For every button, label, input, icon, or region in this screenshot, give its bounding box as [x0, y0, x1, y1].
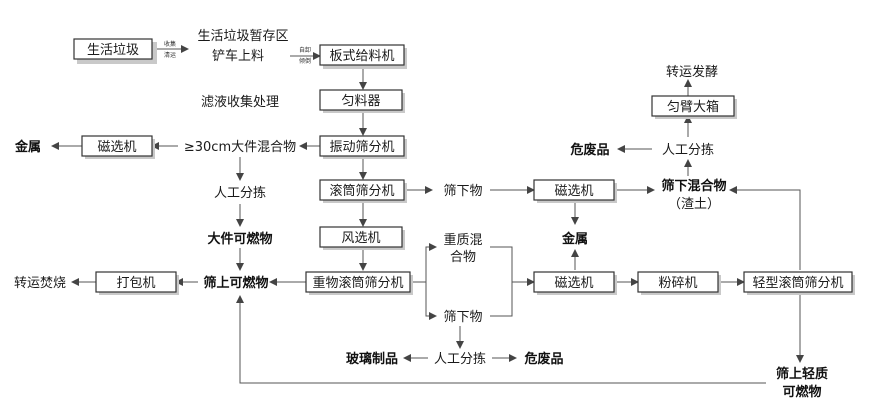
box-homogenizer-label: 匀料器 [341, 94, 380, 109]
box-trommel: 滚筒筛分机 [319, 179, 407, 203]
box-light-trommel-label: 轻型滚筒筛分机 [752, 275, 843, 291]
box-mixing-box-label: 匀臂大箱 [667, 99, 719, 115]
box-domestic-waste: 生活垃圾 [73, 38, 157, 64]
box-homogenizer: 匀料器 [319, 89, 405, 113]
label-manual-sort-3: 人工分拣 [662, 143, 714, 158]
process-boxes: 生活垃圾 板式给料机 匀料器 振动筛分机 滚筒筛分机 风选机 [73, 38, 855, 295]
label-glass: 玻璃制品 [346, 351, 398, 367]
box-baler-label: 打包机 [116, 276, 155, 291]
label-undersize-mixture: 筛下混合物 [661, 178, 726, 194]
edge-label-dump: 倾倒 [299, 57, 311, 65]
edge-label-collect: 收集 [164, 40, 176, 48]
label-metal-1: 金属 [14, 139, 41, 155]
label-undersize-2: 筛下物 [443, 310, 482, 325]
box-trommel-label: 滚筒筛分机 [329, 183, 394, 199]
label-temp-storage: 生活垃圾暂存区 [197, 29, 288, 44]
label-manual-sort-1: 人工分拣 [214, 186, 266, 201]
box-magnetic-3: 磁选机 [533, 271, 617, 295]
box-baler: 打包机 [95, 271, 179, 295]
label-manual-sort-2: 人工分拣 [434, 352, 486, 367]
label-transfer-incinerate: 转运焚烧 [14, 276, 66, 291]
label-transfer-ferment: 转运发酵 [666, 64, 718, 80]
flow-labels: 生活垃圾暂存区 铲车上料 滤液收集处理 ≥30cm大件混合物 人工分拣 大件可燃… [14, 29, 828, 400]
box-magnetic-3-label: 磁选机 [554, 276, 593, 291]
label-leachate: 滤液收集处理 [201, 94, 279, 110]
label-large-mixture: ≥30cm大件混合物 [184, 140, 296, 155]
label-hazardous-1: 危废品 [524, 351, 563, 367]
box-magnetic-1: 磁选机 [81, 135, 155, 159]
label-large-combustible: 大件可燃物 [207, 231, 272, 247]
label-heavy-mix-line2: 合物 [450, 250, 476, 265]
box-crusher: 粉碎机 [637, 271, 721, 295]
line-undersize2-join [490, 282, 513, 317]
arrow-split-to-undersize2 [425, 282, 437, 320]
box-plate-feeder: 板式给料机 [319, 44, 407, 69]
box-heavy-trommel: 重物滚筒筛分机 [305, 271, 413, 295]
box-vibrating-screen: 振动筛分机 [319, 135, 407, 159]
arrow-light-to-mixture [729, 186, 801, 270]
arrow-split-to-heavy-mix [425, 243, 437, 282]
box-plate-feeder-label: 板式给料机 [329, 49, 394, 64]
label-forklift: 铲车上料 [212, 48, 264, 64]
connectors [51, 45, 804, 384]
label-dregs: （渣土） [668, 197, 720, 212]
box-air-separator-label: 风选机 [341, 231, 380, 246]
box-domestic-waste-label: 生活垃圾 [87, 43, 139, 58]
box-magnetic-2-label: 磁选机 [554, 184, 593, 199]
box-heavy-trommel-label: 重物滚筒筛分机 [312, 275, 403, 291]
label-metal-2: 金属 [561, 231, 588, 247]
box-vibrating-screen-label: 振动筛分机 [329, 140, 394, 155]
line-heavy-mix-join [490, 246, 513, 282]
arrow-light-combustible-return [236, 295, 766, 384]
box-air-separator: 风选机 [319, 226, 405, 250]
label-undersize-1: 筛下物 [443, 184, 482, 199]
label-light-combustible-line2: 可燃物 [782, 384, 821, 400]
label-heavy-mix-line1: 重质混 [443, 232, 482, 248]
edge-label-transport: 清运 [164, 51, 176, 59]
label-hazardous-2: 危废品 [570, 142, 609, 158]
label-oversize-combustible: 筛上可燃物 [203, 275, 268, 291]
edge-label-unload: 自卸 [299, 46, 311, 54]
label-light-combustible-line1: 筛上轻质 [776, 366, 828, 382]
box-magnetic-1-label: 磁选机 [97, 140, 136, 155]
box-crusher-label: 粉碎机 [658, 276, 697, 291]
box-magnetic-2: 磁选机 [533, 179, 617, 203]
box-mixing-box: 匀臂大箱 [651, 95, 737, 119]
box-light-trommel: 轻型滚筒筛分机 [743, 271, 855, 295]
